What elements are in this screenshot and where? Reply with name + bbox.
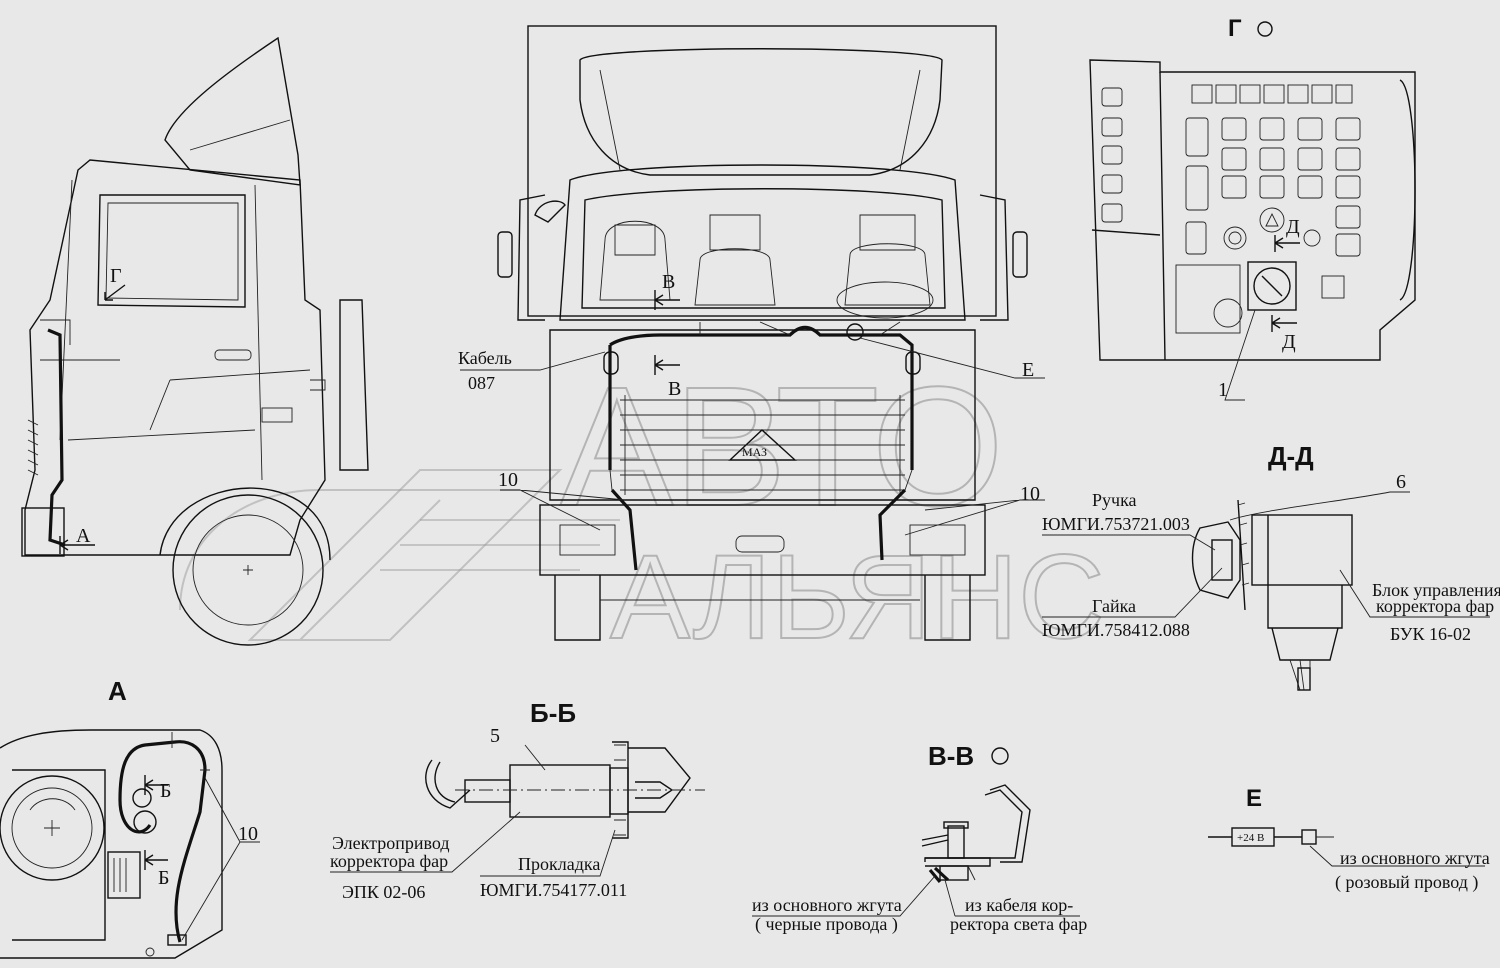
view-a: А Б Б 10 (0, 676, 260, 959)
bb-gasket-label: Прокладка (518, 854, 600, 874)
kabel-label-line1: Кабель (458, 348, 512, 368)
svg-text:МАЗ: МАЗ (742, 445, 767, 459)
vv-main-line1: из основного жгута (752, 895, 902, 915)
marker-d1: Д (1286, 216, 1300, 238)
e-main-line2: ( розовый провод ) (1335, 872, 1478, 893)
watermark: АВТО АЛЬЯНС (179, 351, 1106, 665)
bb-drive-line1: Электропривод (332, 833, 450, 853)
section-vv: В-В из основного жгута ( черные провода … (752, 741, 1087, 935)
truck-front-view: МАЗ В В Кабель 087 Е 10 10 (458, 25, 1045, 641)
marker-a: А (76, 525, 91, 547)
rotate-icon (1257, 21, 1273, 37)
dd-unit-code: БУК 16-02 (1390, 624, 1471, 644)
section-dd: Д-Д 6 Ручка ЮМГИ.753721.003 Гайка ЮМГИ.7… (1042, 441, 1500, 691)
section-vv-title: В-В (928, 741, 974, 771)
callout-1: 1 (1218, 379, 1228, 401)
vv-cable-line2: ректора света фар (950, 914, 1087, 934)
marker-b1: Б (160, 780, 171, 802)
callout-5: 5 (490, 725, 500, 747)
section-bb: Б-Б 5 Электропривод корректора фар ЭПК 0… (330, 698, 705, 902)
bb-drive-line2: корректора фар (330, 851, 448, 871)
view-g-panel: Г (1089, 15, 1416, 401)
section-dd-title: Д-Д (1268, 441, 1314, 471)
marker-b2: Б (158, 867, 169, 889)
marker-v1: В (662, 271, 675, 293)
e-main-line1: из основного жгута (1340, 848, 1490, 868)
marker-v2: В (668, 378, 681, 400)
section-bb-title: Б-Б (530, 698, 576, 728)
callout-10-left: 10 (498, 469, 518, 491)
callout-6: 6 (1396, 471, 1406, 493)
dd-handle-code: ЮМГИ.753721.003 (1042, 514, 1190, 534)
rotate-icon-vv (991, 747, 1009, 765)
callout-10-right: 10 (1020, 483, 1040, 505)
truck-side-view: Г А (21, 36, 369, 646)
dd-nut-label: Гайка (1092, 596, 1136, 616)
dd-handle-label: Ручка (1092, 490, 1137, 510)
vv-cable-line1: из кабеля кор- (965, 895, 1073, 915)
section-a-title: А (108, 676, 127, 706)
marker-d2: Д (1282, 331, 1296, 353)
section-g-title: Г (1228, 15, 1242, 42)
watermark-line1: АВТО (560, 352, 1004, 542)
kabel-label-line2: 087 (468, 373, 495, 393)
dd-nut-code: ЮМГИ.758412.088 (1042, 620, 1190, 640)
bb-gasket-code: ЮМГИ.754177.011 (480, 880, 627, 900)
view-e: Е +24 В из основного жгута ( розовый про… (1208, 785, 1490, 893)
e-voltage-label: +24 В (1237, 832, 1264, 844)
watermark-line2: АЛЬЯНС (610, 530, 1105, 664)
dd-unit-line2: корректора фар (1376, 596, 1494, 616)
callout-10-a: 10 (238, 823, 258, 845)
vv-main-line2: ( черные провода ) (755, 914, 898, 935)
bb-drive-code: ЭПК 02-06 (342, 882, 425, 902)
section-e-title: Е (1246, 785, 1262, 812)
dd-unit-line1: Блок управления (1372, 580, 1500, 600)
marker-g: Г (110, 265, 122, 287)
marker-e: Е (1022, 359, 1034, 381)
